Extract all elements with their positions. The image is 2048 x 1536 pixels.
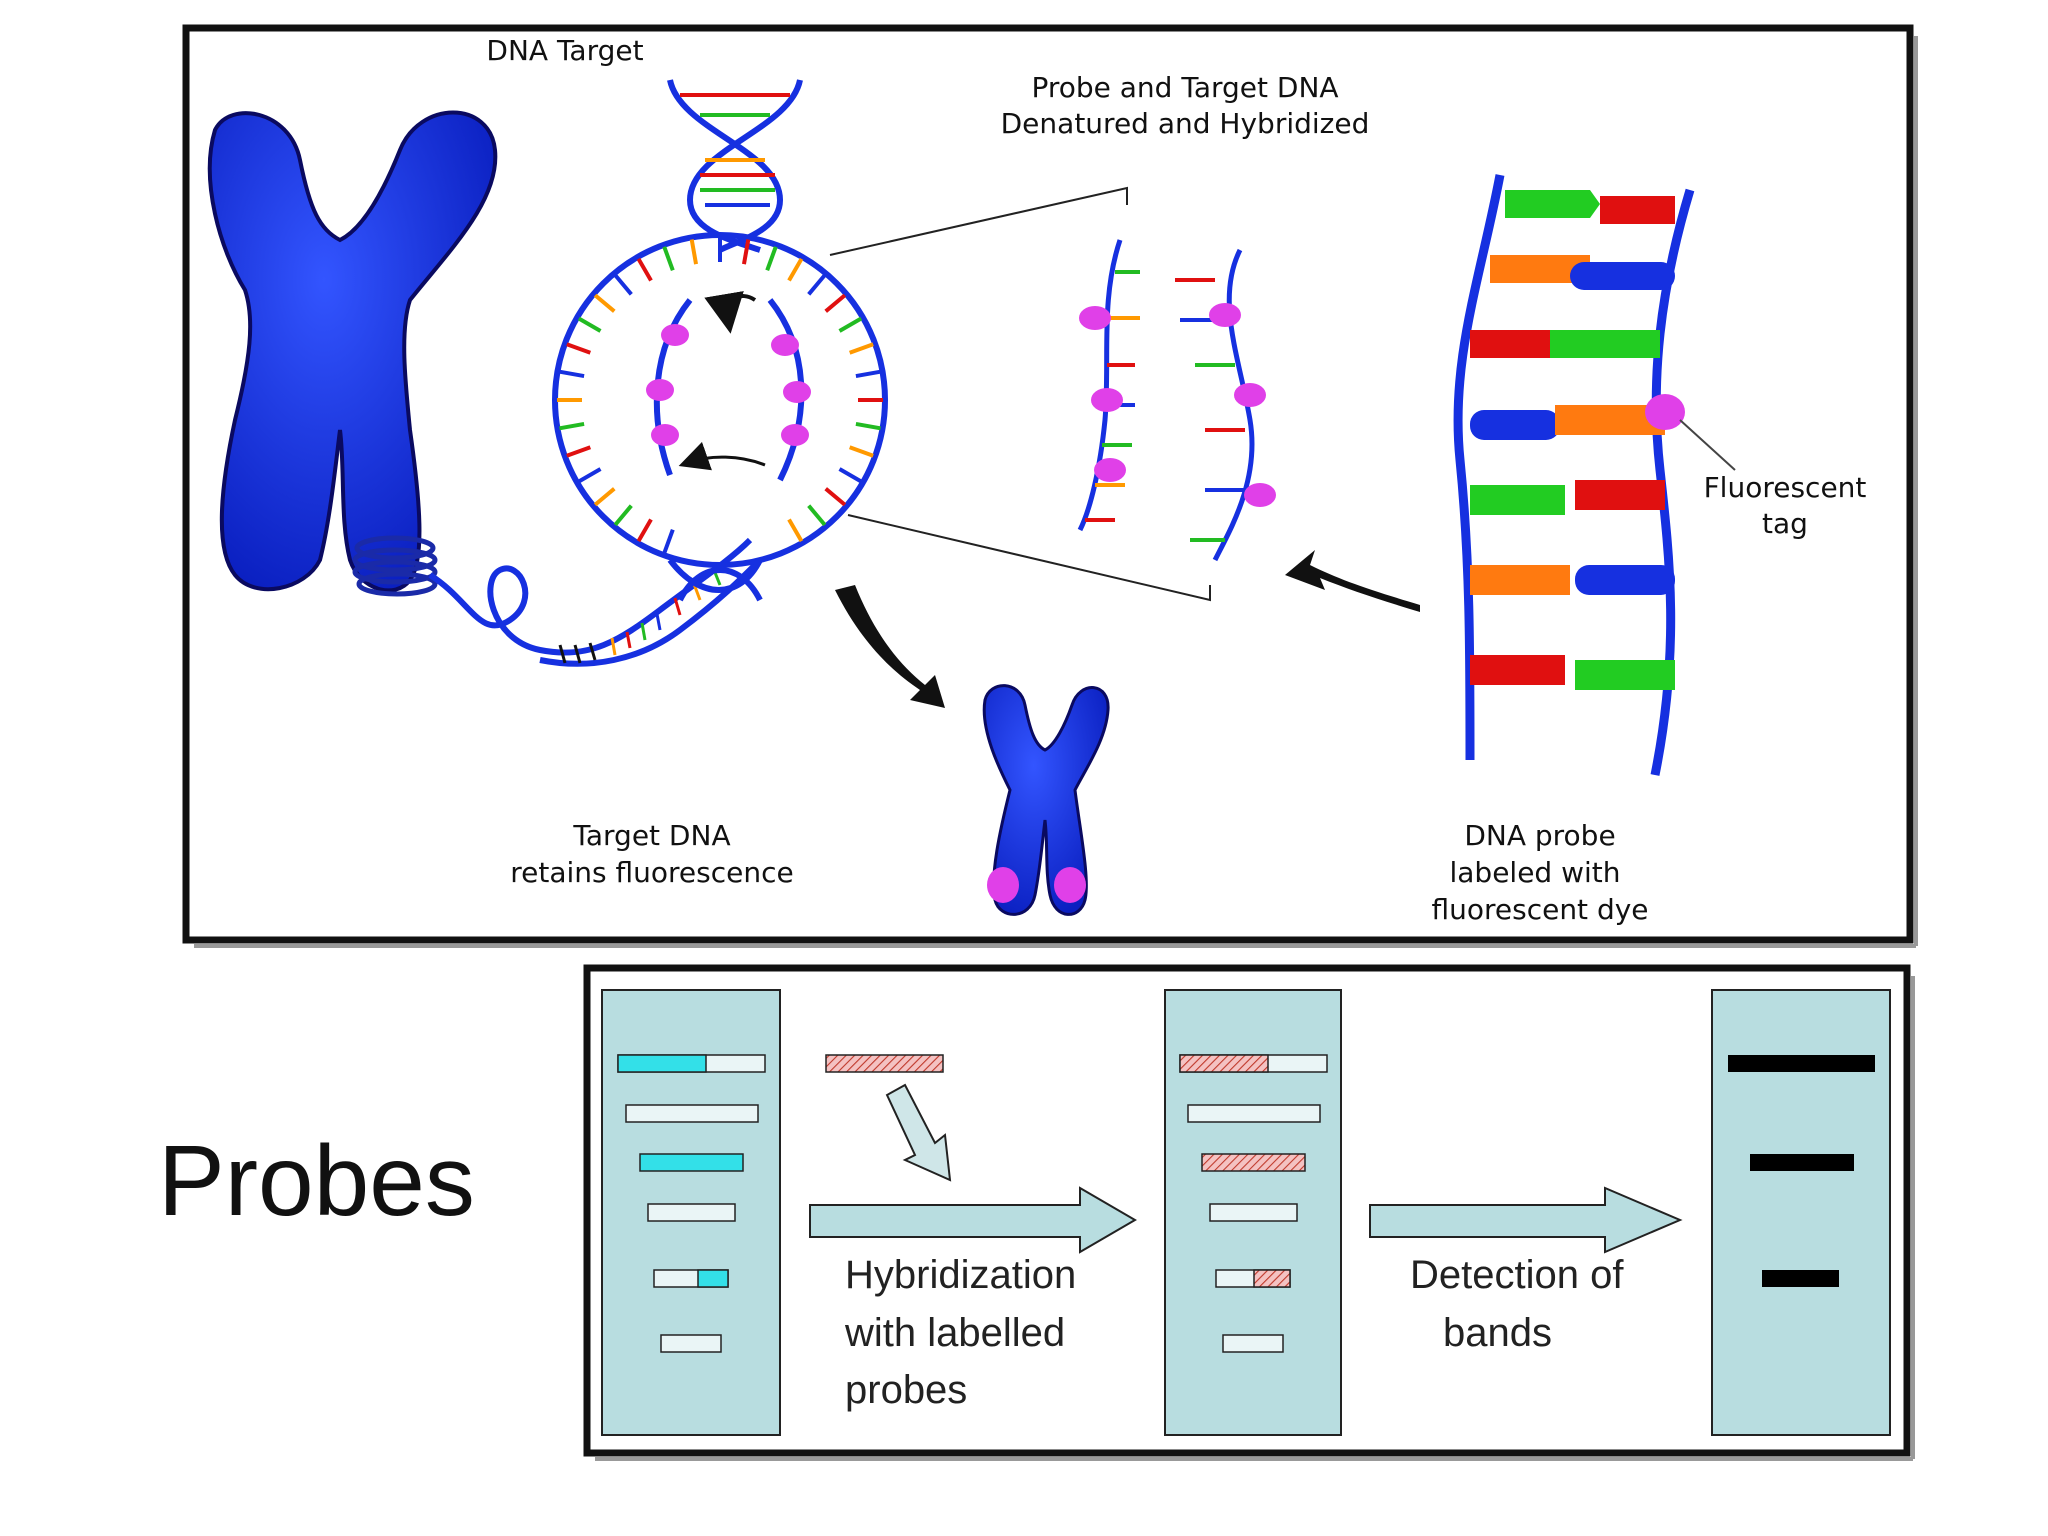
arrow-probe-to-hybrid-icon	[1285, 550, 1420, 612]
label-hybridized-line1: Probe and Target DNA	[1031, 71, 1338, 104]
loop-base-tick	[824, 487, 847, 507]
step1-line3: probes	[845, 1368, 967, 1412]
loop-base-tick	[838, 467, 863, 484]
label-fluorescent-line1: Fluorescent	[1704, 471, 1867, 504]
dna-strand-icon	[428, 537, 763, 667]
loop-base-tick	[593, 487, 616, 507]
loop-base-tick	[566, 342, 592, 355]
step1-line2: with labelled	[844, 1311, 1065, 1355]
step2-line2: bands	[1443, 1311, 1552, 1355]
loop-base-tick	[636, 257, 653, 282]
gel-lane-1	[601, 989, 781, 1436]
loop-base-tick	[765, 246, 778, 272]
blot-diagram-panel: Hybridization with labelled probes Detec…	[583, 964, 1915, 1461]
large-chromosome-icon	[207, 110, 498, 597]
loop-base-tick	[559, 369, 585, 379]
loop-base-tick	[855, 421, 881, 431]
gel-lane-2	[1164, 989, 1342, 1436]
loop-base-tick	[662, 246, 675, 272]
loop-base-tick	[848, 445, 874, 458]
denatured-loop-icon	[552, 232, 888, 602]
label-hybridized-line2: Denatured and Hybridized	[1001, 107, 1370, 140]
loop-base-tick	[787, 257, 804, 282]
label-probe-line3: fluorescent dye	[1431, 893, 1648, 926]
step1-line1: Hybridization	[845, 1253, 1076, 1297]
label-target-line1: Target DNA	[572, 819, 730, 852]
probe-add-arrow-icon	[885, 1083, 952, 1182]
label-fluorescent-line2: tag	[1762, 507, 1808, 540]
loop-base-tick	[577, 467, 602, 484]
label-probe-line1: DNA probe	[1464, 819, 1615, 852]
loop-base-tick	[741, 239, 751, 265]
zoom-lines	[829, 186, 1211, 602]
loop-base-tick	[636, 518, 653, 543]
loop-base-tick	[807, 504, 827, 527]
hybridized-strands-icon	[1077, 239, 1276, 562]
loop-base-tick	[559, 421, 585, 431]
loop-base-tick	[593, 293, 616, 313]
arrow-to-small-chromosome-icon	[835, 585, 945, 708]
slide-title: Probes	[158, 1125, 475, 1237]
gel-lane-3	[1711, 989, 1891, 1436]
label-target-line2: retains fluorescence	[510, 856, 794, 889]
small-chromosome-icon	[982, 684, 1110, 916]
loop-base-tick	[613, 504, 633, 527]
labelled-probe-icon	[825, 1054, 944, 1073]
loop-base-tick	[613, 273, 633, 296]
detection-arrow-icon	[1369, 1186, 1683, 1254]
loop-base-tick	[838, 316, 863, 333]
loop-base-tick	[824, 293, 847, 313]
loop-base-tick	[787, 518, 804, 543]
dna-probe-ladder-icon	[1453, 174, 1736, 776]
loop-base-tick	[689, 239, 699, 265]
loop-base-tick	[577, 316, 602, 333]
loop-base-tick	[662, 528, 675, 554]
loop-base-tick	[855, 369, 881, 379]
fish-diagram-panel: DNA Target Probe and Target DNA Denature…	[182, 24, 1918, 948]
loop-base-tick	[566, 445, 592, 458]
label-dna-target: DNA Target	[486, 34, 643, 67]
loop-base-tick	[848, 342, 874, 355]
loop-base-tick	[807, 273, 827, 296]
label-probe-line2: labeled with	[1449, 856, 1620, 889]
step2-line1: Detection of	[1410, 1253, 1624, 1297]
hybridization-arrow-icon	[809, 1186, 1137, 1254]
